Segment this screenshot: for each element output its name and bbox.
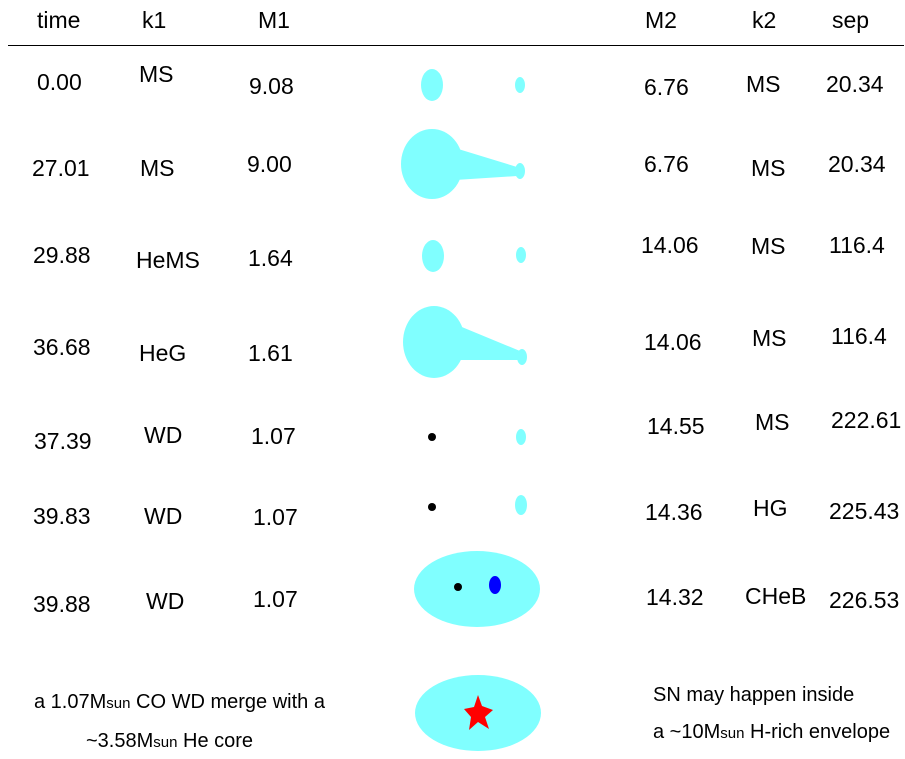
m1-cell: 9.00	[247, 151, 292, 177]
sn-note-line-1: SN may happen inside	[653, 684, 855, 706]
m1-cell: 1.61	[248, 340, 293, 366]
m2-cell: 14.36	[645, 499, 703, 525]
primary-star	[421, 69, 443, 101]
mass-transfer-stream	[457, 325, 520, 360]
k2-cell: MS	[751, 155, 786, 181]
time-cell: 36.68	[33, 334, 91, 360]
k1-cell: MS	[140, 155, 175, 181]
row-6-common-envelope	[414, 551, 540, 627]
k2-cell: HG	[753, 495, 788, 521]
time-cell: 37.39	[34, 428, 92, 454]
header-time: time	[37, 7, 81, 33]
header-sep: sep	[832, 7, 870, 33]
row-1-binary	[401, 129, 525, 199]
m2-cell: 6.76	[644, 151, 689, 177]
white-dwarf	[428, 433, 436, 441]
k2-cell: MS	[755, 409, 790, 435]
companion-core	[489, 576, 501, 594]
row-3-binary	[403, 306, 527, 378]
time-cell: 39.83	[33, 503, 91, 529]
secondary-star	[516, 247, 526, 263]
k1-cell: HeG	[139, 340, 187, 366]
sn-note-line-2: a ~10Msun H-rich envelope	[653, 721, 891, 743]
row-5-binary	[428, 495, 527, 515]
k1-cell: WD	[146, 588, 185, 614]
header-m1: M1	[258, 7, 290, 33]
m2-cell: 14.06	[641, 232, 699, 258]
k1-cell: WD	[144, 503, 183, 529]
time-cell: 29.88	[33, 242, 91, 268]
sep-cell: 20.34	[826, 71, 884, 97]
time-cell: 0.00	[37, 69, 82, 95]
m1-cell: 1.07	[253, 586, 298, 612]
m1-cell: 9.08	[249, 73, 294, 99]
secondary-star	[515, 77, 525, 93]
header-m2: M2	[645, 7, 677, 33]
k2-cell: MS	[746, 71, 781, 97]
row-2-binary	[422, 240, 526, 272]
secondary-star	[517, 349, 527, 365]
primary-star	[422, 240, 444, 272]
merger-note-line-2: ~3.58Msun He core	[86, 730, 254, 752]
white-dwarf	[454, 583, 462, 591]
k2-cell: MS	[751, 233, 786, 259]
sep-cell: 225.43	[829, 498, 900, 524]
row-4-binary	[428, 429, 526, 445]
sep-cell: 116.4	[831, 323, 887, 349]
k1-cell: MS	[139, 61, 174, 87]
secondary-star	[515, 495, 527, 515]
row-0-binary	[421, 69, 525, 101]
sep-cell: 226.53	[829, 587, 900, 613]
white-dwarf	[428, 503, 436, 511]
sep-cell: 20.34	[828, 151, 886, 177]
merger-envelope	[415, 675, 541, 751]
mass-transfer-stream	[455, 148, 517, 180]
k1-cell: WD	[144, 422, 183, 448]
k2-cell: CHeB	[745, 583, 807, 609]
header-k1: k1	[142, 7, 167, 33]
m1-cell: 1.07	[253, 504, 298, 530]
m1-cell: 1.64	[248, 245, 293, 271]
m2-cell: 14.55	[647, 413, 705, 439]
m1-cell: 1.07	[251, 423, 296, 449]
merger-note-line-1: a 1.07Msun CO WD merge with a	[34, 691, 325, 713]
sn-burst-icon	[464, 695, 493, 730]
header-divider	[8, 45, 904, 46]
primary-star	[403, 306, 465, 378]
m2-cell: 6.76	[644, 74, 689, 100]
k1-cell: HeMS	[136, 247, 200, 273]
time-cell: 27.01	[32, 155, 90, 181]
common-envelope	[414, 551, 540, 627]
secondary-star	[516, 429, 526, 445]
time-cell: 39.88	[33, 591, 91, 617]
m2-cell: 14.32	[646, 584, 704, 610]
sep-cell: 116.4	[829, 232, 885, 258]
primary-star	[401, 129, 463, 199]
header-k2: k2	[752, 7, 777, 33]
sep-cell: 222.61	[831, 407, 902, 433]
k2-cell: MS	[752, 325, 787, 351]
m2-cell: 14.06	[644, 329, 702, 355]
secondary-star	[515, 163, 525, 179]
